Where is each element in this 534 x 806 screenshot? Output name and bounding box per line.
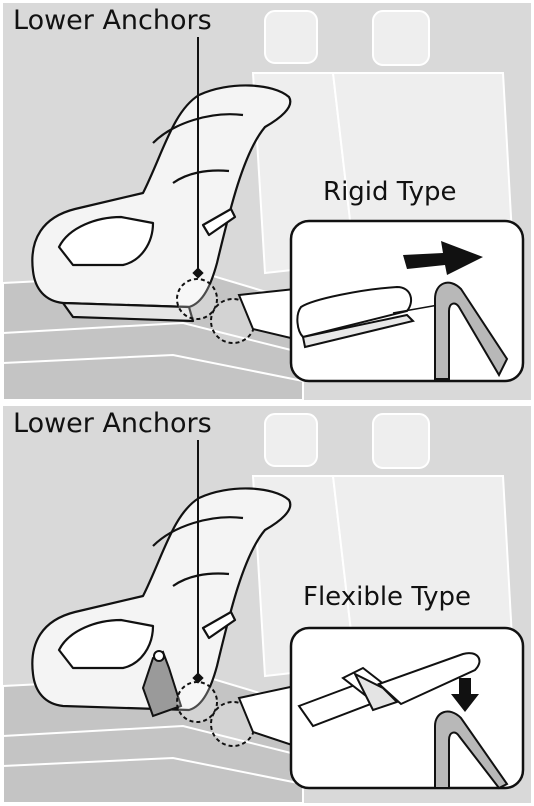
anchor-leader — [192, 440, 204, 684]
anchor-bar — [434, 710, 509, 790]
flexible-connector — [297, 652, 481, 728]
rear-seat-back — [251, 413, 515, 678]
child-seat — [31, 487, 292, 712]
flexible-callout — [237, 626, 525, 790]
rigid-callout — [237, 219, 525, 383]
direction-arrow — [403, 241, 483, 275]
anchor-leader — [192, 37, 204, 279]
seat-cushion — [3, 674, 304, 803]
lower-anchors-label: Lower Anchors — [13, 408, 212, 439]
rigid-type-label: Rigid Type — [323, 177, 457, 207]
rear-seat-back — [251, 10, 515, 275]
anchor-circles — [176, 681, 256, 747]
rigid-type-panel: Lower Anchors Rigid Type — [3, 3, 531, 400]
child-seat — [31, 84, 292, 323]
down-arrow — [451, 678, 479, 712]
flexible-strap — [141, 650, 183, 718]
flexible-type-panel: Lower Anchors Flexible Type — [3, 406, 531, 803]
flexible-type-label: Flexible Type — [303, 582, 472, 612]
anchor-bar — [434, 281, 509, 380]
rigid-connector — [296, 285, 415, 349]
flexible-illustration — [3, 413, 525, 803]
lower-anchors-label: Lower Anchors — [13, 5, 212, 36]
rigid-illustration — [3, 10, 525, 400]
